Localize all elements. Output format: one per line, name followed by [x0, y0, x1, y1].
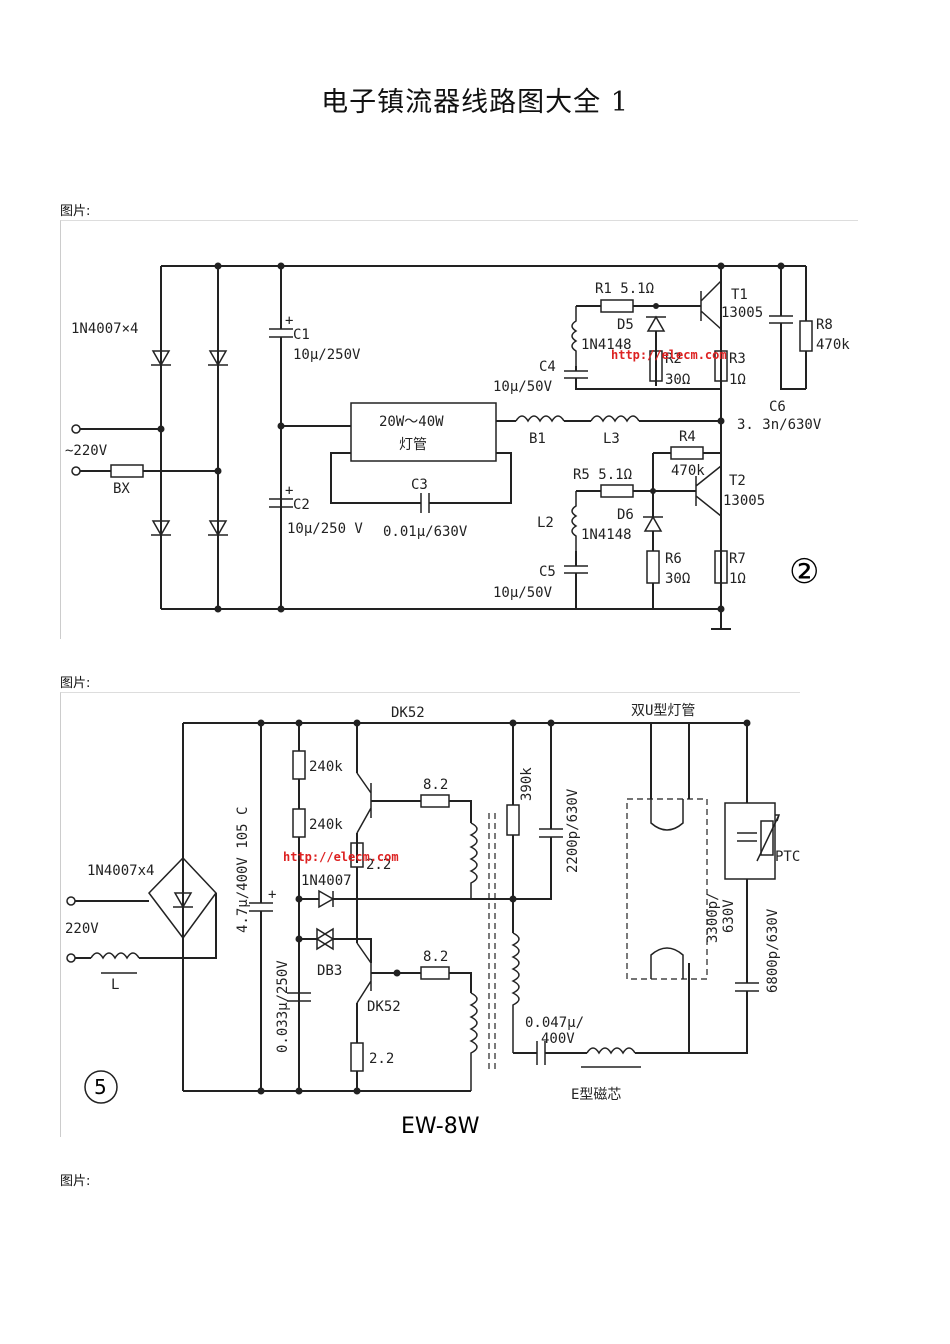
r3-label: R3 — [729, 351, 746, 367]
bridge-label: 1N4007×4 — [71, 321, 138, 337]
r2-value: 30Ω — [665, 372, 690, 388]
c3-label: C3 — [411, 477, 428, 493]
r8-label: R8 — [816, 317, 833, 333]
r240b-label: 240k — [309, 817, 343, 833]
lamp-rating: 20W～40W — [379, 414, 444, 430]
r8-value: 470k — [816, 337, 850, 353]
r6-label: R6 — [665, 551, 682, 567]
c2200-label: 2200p/630V — [565, 788, 581, 873]
model-label: EW-8W — [401, 1114, 480, 1137]
r4-value: 470k — [671, 463, 705, 479]
ac-label: 220V — [65, 921, 99, 937]
c6800-label: 6800p/630V — [765, 908, 781, 993]
r1-label: R1 5.1Ω — [595, 281, 654, 297]
r22a-label: 2.2 — [366, 857, 391, 873]
page-title: 电子镇流器线路图大全 1 — [321, 87, 629, 118]
d5-label: D5 — [617, 317, 634, 333]
image-caption-3: 图片: — [60, 1174, 91, 1189]
inductor-label: L — [111, 977, 119, 993]
db3-label: DB3 — [317, 963, 342, 979]
r7-value: 1Ω — [729, 571, 746, 587]
c4-label: C4 — [539, 359, 556, 375]
r6-value: 30Ω — [665, 571, 690, 587]
c047b-label: 400V — [541, 1031, 575, 1047]
circuit-diagram-1: 1N4007×4 ~220V BX C1 10μ/250V C2 10μ/250… — [60, 220, 858, 639]
image-caption-1: 图片: — [60, 204, 91, 219]
r7-label: R7 — [729, 551, 746, 567]
lamp-label: 灯管 — [399, 437, 427, 453]
cap-plus: + — [268, 887, 276, 903]
r390-label: 390k — [519, 767, 535, 801]
c1-value: 10μ/250V — [293, 347, 361, 363]
d6-value: 1N4148 — [581, 527, 632, 543]
r22b-label: 2.2 — [369, 1051, 394, 1067]
c2-plus: + — [285, 483, 293, 499]
r82b-label: 8.2 — [423, 949, 448, 965]
t2-label: T2 — [729, 473, 746, 489]
t2-value: 13005 — [723, 493, 765, 509]
figure-number-2: ② — [789, 552, 819, 592]
r82a-label: 8.2 — [423, 777, 448, 793]
c3300-label: 3300p/ — [705, 892, 721, 943]
bridge-label: 1N4007x4 — [87, 863, 154, 879]
c3-value: 0.01μ/630V — [383, 524, 468, 540]
t1-label: T1 — [731, 287, 748, 303]
fuse-label: BX — [113, 481, 130, 497]
dk52-top-label: DK52 — [391, 705, 425, 721]
b1-label: B1 — [529, 431, 546, 447]
circuit-1-svg: 1N4007×4 ~220V BX C1 10μ/250V C2 10μ/250… — [65, 262, 850, 630]
dk52-bottom-label: DK52 — [367, 999, 401, 1015]
c2-value: 10μ/250 V — [287, 521, 363, 537]
c1-label: C1 — [293, 327, 310, 343]
ptc-label: PTC — [775, 849, 800, 865]
t1-value: 13005 — [721, 305, 763, 321]
c047-label: 0.047μ/ — [525, 1015, 584, 1031]
d6-label: D6 — [617, 507, 634, 523]
circuit-2-svg: DK52 双U型灯管 1N4007x4 220V L + 4.7μ/400V 1… — [65, 703, 800, 1139]
c6-label: C6 — [769, 399, 786, 415]
d5-value: 1N4148 — [581, 337, 632, 353]
watermark-2: http://elecm.com — [283, 850, 399, 864]
r5-label: R5 5.1Ω — [573, 467, 632, 483]
cap-47-label: 4.7μ/400V 105 C — [235, 807, 251, 933]
c3300b-label: 630V — [721, 899, 737, 933]
c6-value: 3. 3n/630V — [737, 417, 822, 433]
r4-label: R4 — [679, 429, 696, 445]
l2-label: L2 — [537, 515, 554, 531]
watermark-1: http://elecm.com — [611, 348, 727, 362]
r240a-label: 240k — [309, 759, 343, 775]
c5-value: 10μ/50V — [493, 585, 553, 601]
c033-label: 0.033μ/250V — [275, 960, 291, 1053]
l3-label: L3 — [603, 431, 620, 447]
c5-label: C5 — [539, 564, 556, 580]
ac-input-label: ~220V — [65, 443, 108, 459]
circuit-diagram-2: DK52 双U型灯管 1N4007x4 220V L + 4.7μ/400V 1… — [60, 692, 800, 1139]
c4-value: 10μ/50V — [493, 379, 553, 395]
c1-plus: + — [285, 313, 293, 329]
d4007-label: 1N4007 — [301, 873, 352, 889]
c2-label: C2 — [293, 497, 310, 513]
ecore-label: E型磁芯 — [571, 1087, 621, 1103]
r2-label: R2 — [665, 351, 682, 367]
image-caption-2: 图片: — [60, 676, 91, 691]
r3-value: 1Ω — [729, 372, 746, 388]
figure-number-5: 5 — [94, 1075, 107, 1099]
lamp-label: 双U型灯管 — [631, 703, 695, 719]
